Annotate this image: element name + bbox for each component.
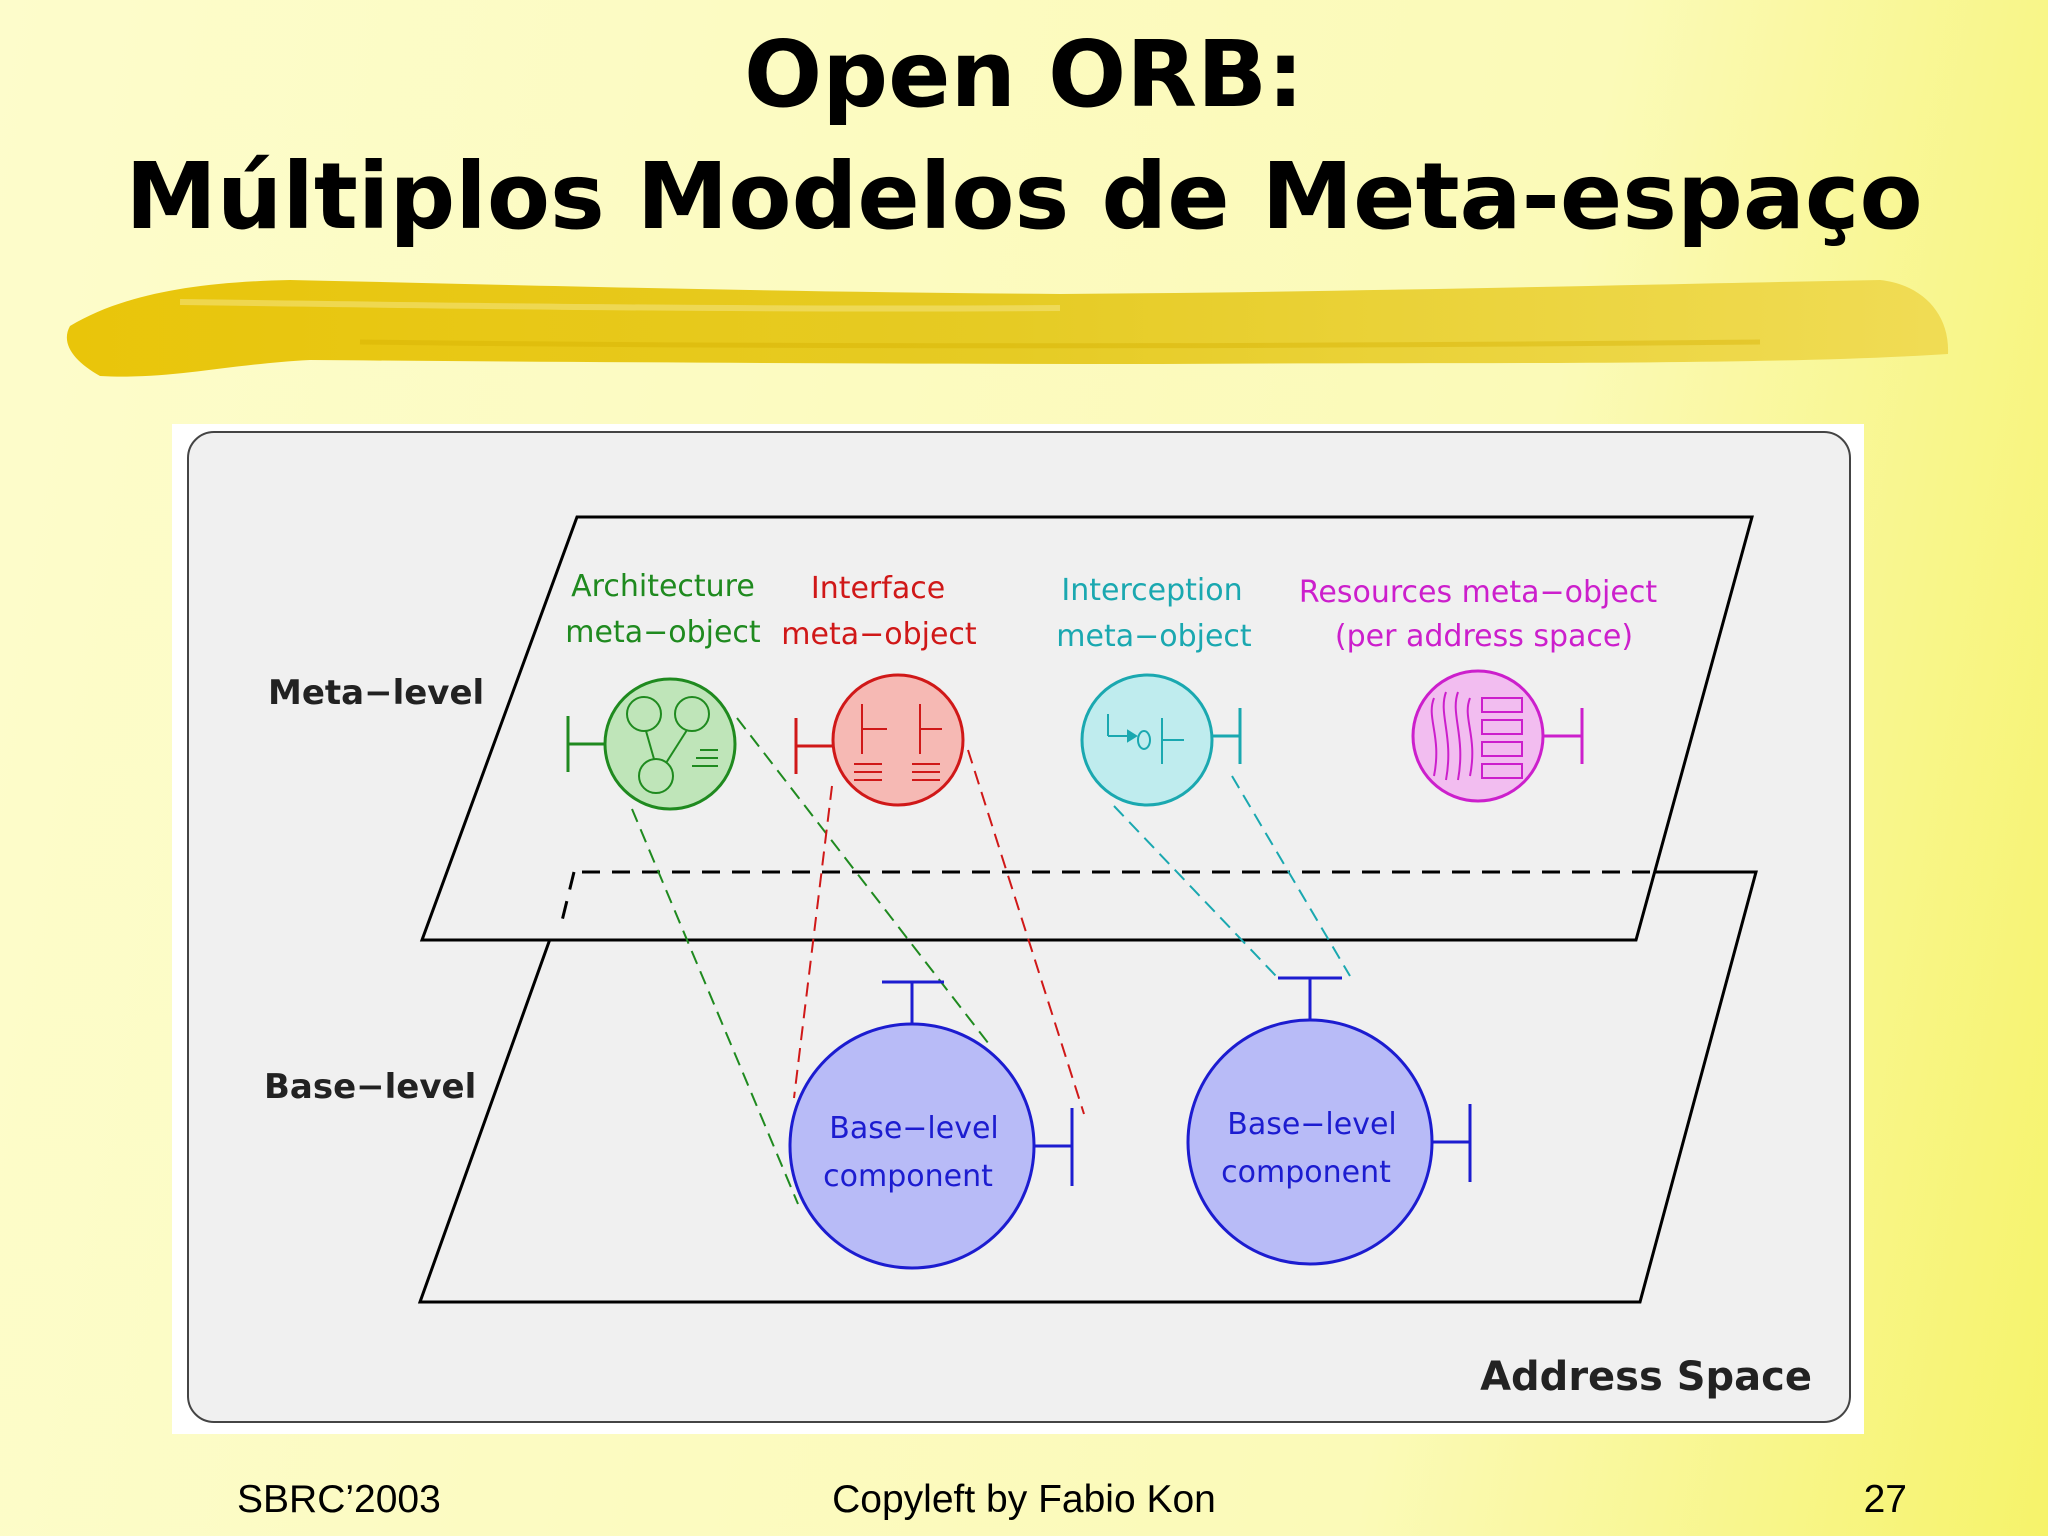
- address-space-label: Address Space: [1480, 1354, 1812, 1400]
- architecture-label-line2: meta−object: [565, 615, 761, 650]
- meta-level-label: Meta−level: [268, 673, 484, 713]
- footer-conference: SBRC’2003: [237, 1478, 441, 1521]
- interception-label-line1: Interception: [1061, 573, 1242, 608]
- title-line-1: Open ORB:: [744, 21, 1304, 128]
- architecture-label-line1: Architecture: [571, 569, 755, 604]
- footer-copyleft: Copyleft by Fabio Kon: [832, 1478, 1216, 1521]
- title-line-2: Múltiplos Modelos de Meta-espaço: [125, 143, 1923, 250]
- interface-meta-object: Interface meta−object: [781, 571, 977, 807]
- base-level-label: Base−level: [264, 1067, 476, 1107]
- base-component-1-label-line2: component: [823, 1159, 993, 1194]
- resources-label-line1: Resources meta−object: [1299, 575, 1657, 610]
- resources-meta-object-circle: [1411, 669, 1545, 803]
- architecture-links: [631, 717, 993, 1205]
- architecture-meta-object: Architecture meta−object: [565, 569, 761, 811]
- resources-icon: [1430, 691, 1523, 781]
- interception-links: [1113, 775, 1351, 977]
- hidden-plane-edge-left: [558, 871, 576, 930]
- interface-label-line2: meta−object: [781, 617, 977, 652]
- base-component-2-circle: [1186, 1018, 1434, 1266]
- slide-title: Open ORB: Múltiplos Modelos de Meta-espa…: [0, 14, 2048, 258]
- interface-meta-object-circle: [831, 673, 965, 807]
- resources-label-line2: (per address space): [1335, 619, 1633, 654]
- interception-meta-object: Interception meta−object: [1056, 573, 1252, 807]
- interface-links: [793, 749, 1085, 1115]
- base-component-2-label-line2: component: [1221, 1155, 1391, 1190]
- architecture-meta-object-circle: [603, 677, 737, 811]
- footer-page-number: 27: [1863, 1478, 1907, 1521]
- title-underline-brush-stroke: [66, 280, 1949, 377]
- base-level-component-2: Base−level component: [1186, 976, 1472, 1266]
- graph-icon: [626, 696, 718, 794]
- resources-meta-object: Resources meta−object (per address space…: [1299, 575, 1657, 803]
- open-orb-diagram: Architecture meta−object Interface meta−…: [172, 424, 1864, 1434]
- interception-meta-object-circle: [1080, 673, 1214, 807]
- base-component-2-label-line1: Base−level: [1227, 1107, 1397, 1142]
- base-level-component-1: Base−level component: [788, 980, 1074, 1270]
- base-component-1-label-line1: Base−level: [829, 1111, 999, 1146]
- interception-label-line2: meta−object: [1056, 619, 1252, 654]
- interface-label-line1: Interface: [811, 571, 945, 606]
- base-component-1-circle: [788, 1022, 1036, 1270]
- interception-icon: [1107, 714, 1184, 764]
- interface-icon: [854, 704, 942, 781]
